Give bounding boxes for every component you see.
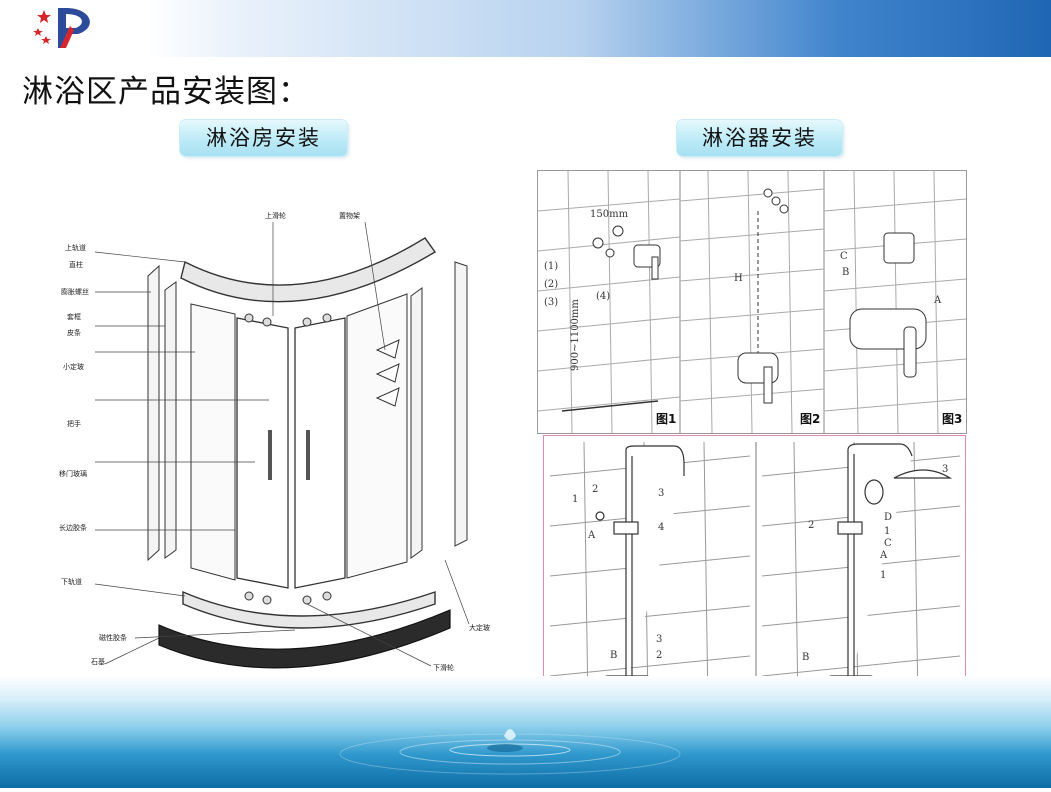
fig5-part-1: 1 bbox=[884, 526, 890, 537]
label-expansion-screw: 膨胀螺丝 bbox=[61, 287, 89, 296]
fig1-spacing: 150mm bbox=[590, 209, 629, 220]
fig4-part-1: 1 bbox=[572, 494, 578, 505]
fig1-label: 图1 bbox=[656, 412, 676, 426]
fig1-part-1: (1) bbox=[544, 261, 558, 272]
fig1-part-3: (3) bbox=[544, 297, 558, 308]
label-handle: 把手 bbox=[67, 419, 81, 428]
fig4-part-3: 3 bbox=[658, 488, 664, 499]
header-band bbox=[0, 0, 1051, 57]
label-rubber-strip: 皮条 bbox=[67, 328, 81, 337]
fig1-part-2: (2) bbox=[544, 279, 558, 290]
page-title: 淋浴区产品安装图： bbox=[22, 74, 310, 110]
fig4-part-4: 4 bbox=[658, 522, 664, 533]
fig4-part-3b: 3 bbox=[656, 634, 662, 645]
label-post: 直柱 bbox=[69, 260, 83, 269]
label-magnetic-strip: 磁性胶条 bbox=[99, 633, 127, 642]
fig4-part-b: B bbox=[610, 650, 617, 661]
fig4-part-2: 2 bbox=[592, 484, 598, 495]
water-banner bbox=[0, 676, 1051, 788]
label-sleeve-frame: 套框 bbox=[67, 312, 81, 321]
logo bbox=[0, 0, 150, 57]
fig5-part-a: A bbox=[879, 550, 888, 561]
enclosure-heading: 淋浴房安装 bbox=[180, 120, 347, 156]
fig2-label: 图2 bbox=[800, 412, 820, 426]
label-long-side-strip: 长边胶条 bbox=[59, 523, 87, 532]
fig3-part-a: A bbox=[933, 295, 942, 306]
shower-figures-bottom: 1 2 3 4 A 3 2 B 图4 3 D 1 2 C A 1 B 图5 bbox=[543, 435, 966, 713]
label-large-fixed-glass: 大定玻 bbox=[469, 623, 490, 632]
water-drop-icon bbox=[339, 729, 681, 775]
enclosure-diagram: 上轨道 直柱 膨胀螺丝 套框 皮条 小定玻 把手 移门玻璃 长边胶条 下轨道 磁… bbox=[55, 200, 500, 680]
label-stone-base: 石基 bbox=[91, 657, 105, 666]
label-top-track: 上轨道 bbox=[65, 243, 86, 252]
label-small-fixed-glass: 小定玻 bbox=[63, 362, 84, 371]
fig5-part-c: C bbox=[884, 538, 892, 549]
shower-figures-top: 150mm 900~1100mm (1) (2) (3) (4) 图1 H 图2… bbox=[537, 170, 967, 434]
fig2-marker: H bbox=[734, 273, 743, 284]
fig5-part-d: D bbox=[884, 512, 892, 523]
label-bottom-pulley: 下滑轮 bbox=[433, 663, 454, 672]
company-logo-icon bbox=[33, 8, 90, 48]
label-top-pulley: 上滑轮 bbox=[265, 211, 286, 220]
fig3-part-b: B bbox=[842, 267, 849, 278]
fig5-part-3: 3 bbox=[942, 464, 948, 475]
label-shelf: 置物架 bbox=[339, 211, 360, 220]
fig1-height: 900~1100mm bbox=[570, 299, 581, 371]
label-bottom-track: 下轨道 bbox=[61, 577, 82, 586]
fig5-part-1b: 1 bbox=[880, 570, 886, 581]
fig3-part-c: C bbox=[840, 251, 848, 262]
fig4-part-2b: 2 bbox=[656, 650, 662, 661]
fig5-part-b: B bbox=[802, 652, 809, 663]
fig4-part-a: A bbox=[587, 530, 596, 541]
shower-heading: 淋浴器安装 bbox=[677, 120, 842, 156]
label-sliding-glass: 移门玻璃 bbox=[59, 469, 87, 478]
fig3-label: 图3 bbox=[942, 412, 962, 426]
fig5-part-2: 2 bbox=[808, 520, 814, 531]
fig1-part-4: (4) bbox=[596, 291, 610, 302]
